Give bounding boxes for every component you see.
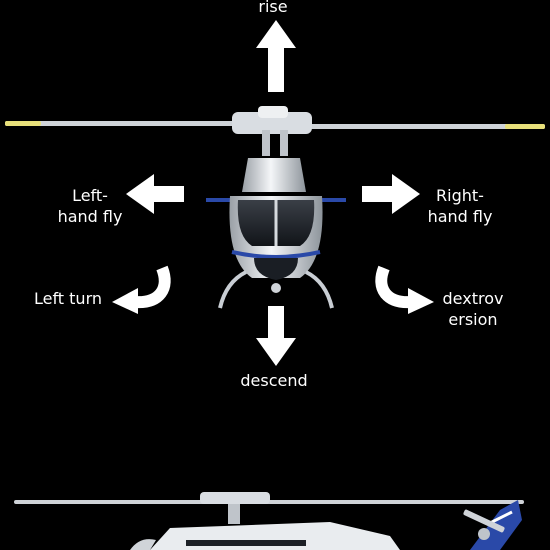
descend-text: descend xyxy=(240,371,308,390)
dextroversion-label: dextrov ersion xyxy=(428,288,518,330)
left-turn-text: Left turn xyxy=(33,289,103,308)
right-hand-fly-line2: hand fly xyxy=(427,207,493,226)
right-hand-fly-label: Right- hand fly xyxy=(405,185,515,227)
descend-label: descend xyxy=(228,370,320,391)
left-hand-fly-label: Left- hand fly xyxy=(40,185,140,227)
helicopter-front-icon xyxy=(5,106,545,309)
dextroversion-line1: dextrov xyxy=(442,289,504,308)
right-hand-fly-line1: Right- xyxy=(436,186,484,205)
left-hand-fly-line2: hand fly xyxy=(57,207,123,226)
curved-arrow-left-icon xyxy=(112,265,171,314)
left-hand-fly-line1: Left- xyxy=(72,186,108,205)
arrow-up-icon xyxy=(256,20,296,92)
left-turn-label: Left turn xyxy=(28,288,108,309)
arrow-left-icon xyxy=(126,174,184,214)
helicopter-side-icon xyxy=(14,492,524,550)
arrow-right-icon xyxy=(362,174,420,214)
dextroversion-line2: ersion xyxy=(448,310,498,329)
rise-text: rise xyxy=(258,0,288,16)
rise-label: rise xyxy=(243,0,303,17)
arrow-down-icon xyxy=(256,306,296,366)
curved-arrow-right-icon xyxy=(375,265,434,314)
